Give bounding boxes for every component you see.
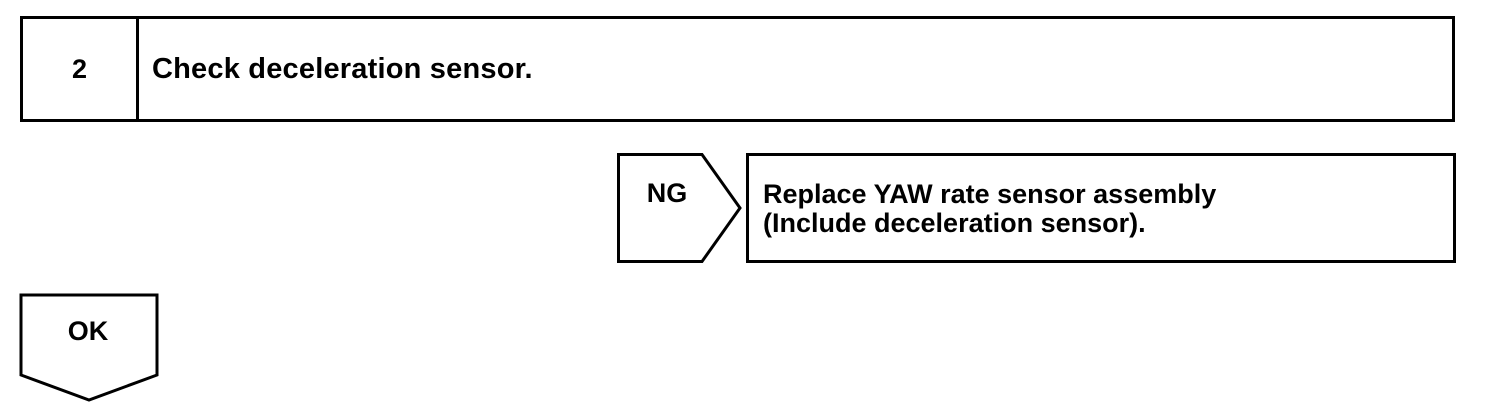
ng-label: NG (646, 177, 688, 208)
ok-label: OK (67, 315, 109, 346)
step-number: 2 (23, 19, 139, 119)
step-title: Check deceleration sensor. (152, 52, 533, 85)
ng-action-line-1: Replace YAW rate sensor assembly (763, 179, 1217, 209)
ok-arrow-shape (19, 293, 159, 402)
step-box: 2 Check deceleration sensor. (20, 16, 1455, 122)
ng-action-box: Replace YAW rate sensor assembly (Includ… (746, 153, 1456, 263)
ng-arrow-shape (617, 153, 742, 263)
ng-action-line-2: (Include deceleration sensor). (763, 208, 1146, 238)
